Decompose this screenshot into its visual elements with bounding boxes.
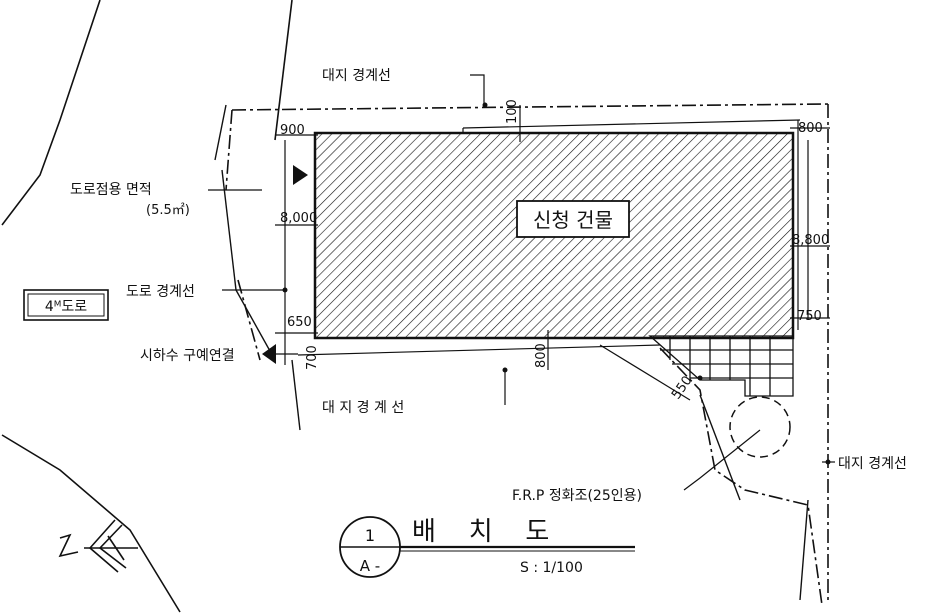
road-width-label: 4ᴹ도로 — [45, 299, 87, 315]
leader-lines — [208, 74, 835, 491]
dimension-lines — [275, 105, 830, 401]
road-area-value: (5.5㎡) — [146, 203, 190, 218]
site-boundary-line — [225, 103, 829, 606]
dim-top-left: 900 — [280, 123, 305, 138]
road-width-box — [23, 289, 109, 321]
site-line-top-label: 대지 경계선 — [322, 68, 391, 84]
dim-point — [697, 375, 703, 381]
dim-left-lower: 650 — [287, 315, 312, 330]
road-area-label: 도로점용 면적 — [70, 182, 152, 198]
north-arrow-icon — [58, 519, 138, 573]
septic-label: F.R.P 정화조(25인용) — [512, 488, 642, 504]
dim-point — [482, 102, 488, 108]
septic-tank-circle — [729, 396, 791, 458]
title-block: 1 A - 배 치 도 S : 1/100 — [339, 516, 635, 578]
building-label-box — [516, 200, 630, 238]
road-width-box-inner — [27, 293, 105, 317]
title-circle-bottom: A - — [360, 557, 380, 575]
drawing-scale: S : 1/100 — [520, 560, 583, 576]
drawing-title: 배 치 도 — [412, 517, 551, 547]
dim-point — [502, 367, 508, 373]
dim-point — [825, 459, 831, 465]
road-access-arrow-icon — [293, 165, 308, 185]
dim-left-upper: 8,000 — [280, 211, 317, 226]
dim-left-bottom: 700 — [305, 345, 320, 370]
sewer-label: 시하수 구예연결 — [140, 348, 235, 364]
site-line-bottom-label: 대 지 경 계 선 — [322, 400, 404, 416]
dim-right-mid: 8,800 — [792, 233, 829, 248]
building-label: 신청 건물 — [533, 208, 613, 232]
title-circle-top: 1 — [365, 526, 375, 545]
road-edge-lines — [1, 0, 293, 613]
sewer-arrow-icon — [262, 344, 276, 364]
dim-top-right: 800 — [798, 121, 823, 136]
utility-grid — [648, 335, 794, 397]
dim-top-mid: 100 — [505, 99, 520, 124]
dim-point — [282, 287, 288, 293]
dim-right-lower: 750 — [797, 309, 822, 324]
dim-bottom-mid: 800 — [534, 343, 549, 368]
site-line-right-label: 대지 경계선 — [838, 456, 907, 472]
road-boundary-label: 도로 경계선 — [126, 284, 195, 300]
